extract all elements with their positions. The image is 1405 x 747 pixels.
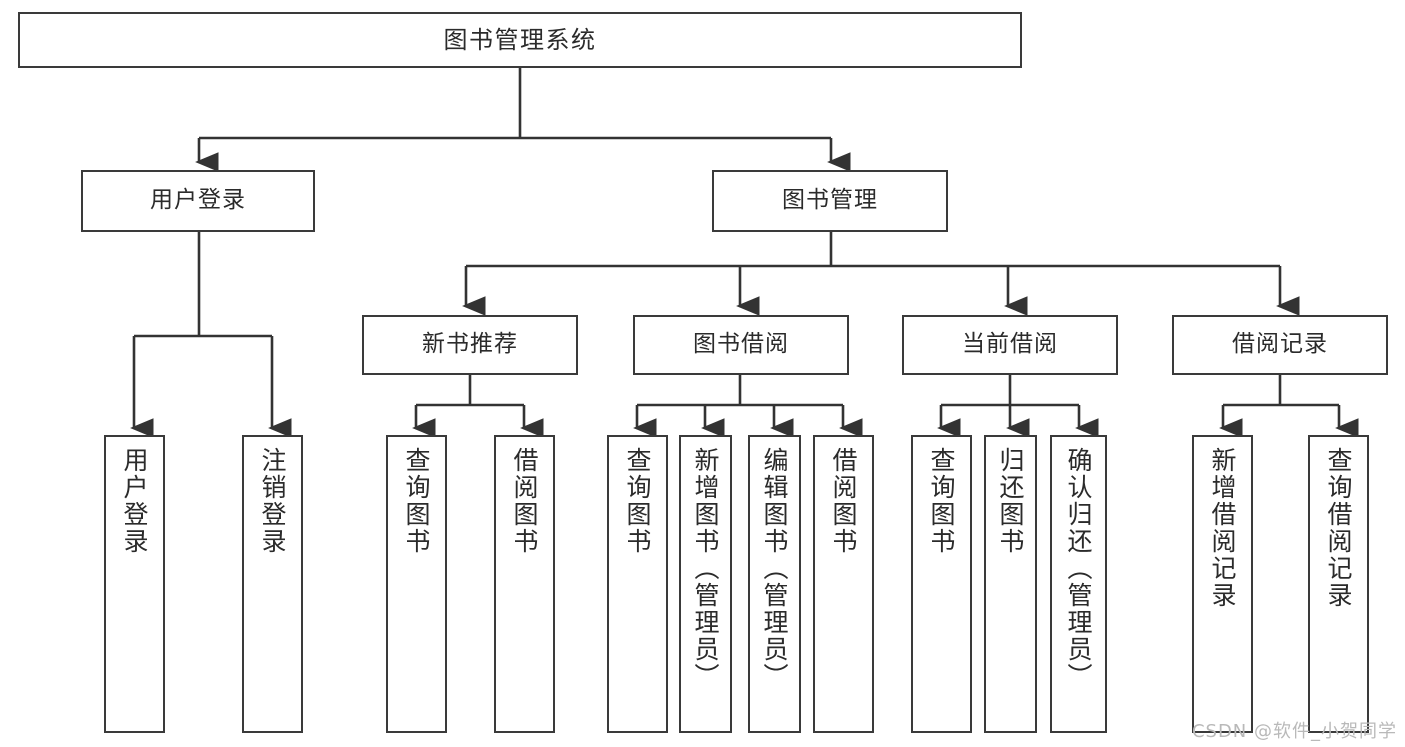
node-label: 用户登录 [120, 447, 149, 555]
node-label: 用户登录 [150, 187, 246, 214]
node-label: 图书管理 [782, 187, 878, 214]
node-label: 借阅记录 [1232, 331, 1328, 358]
node-root-book-management-system[interactable]: 图书管理系统 [18, 12, 1022, 68]
node-new-book-recommend[interactable]: 新书推荐 [362, 315, 578, 375]
leaf-query-book-recommend[interactable]: 查询图书 [386, 435, 447, 733]
leaf-edit-book-admin[interactable]: 编辑图书（管理员） [748, 435, 801, 733]
node-label: 查询图书 [623, 447, 652, 555]
csdn-watermark: CSDN @软件_小贺同学 [1191, 721, 1397, 742]
node-label: 借阅图书 [510, 447, 539, 555]
node-label: 当前借阅 [962, 331, 1058, 358]
node-label: 图书管理系统 [443, 25, 597, 54]
leaf-query-book-current[interactable]: 查询图书 [911, 435, 972, 733]
node-label: 编辑图书（管理员） [760, 447, 789, 690]
node-label: 新增图书（管理员） [691, 447, 720, 690]
node-label: 确认归还（管理员） [1064, 447, 1093, 690]
node-user-login[interactable]: 用户登录 [81, 170, 315, 232]
leaf-add-borrow-record[interactable]: 新增借阅记录 [1192, 435, 1253, 733]
leaf-query-borrow-record[interactable]: 查询借阅记录 [1308, 435, 1369, 733]
node-label: 新增借阅记录 [1208, 447, 1237, 609]
node-label: 注销登录 [258, 447, 287, 555]
leaf-confirm-return-admin[interactable]: 确认归还（管理员） [1050, 435, 1107, 733]
node-book-borrow[interactable]: 图书借阅 [633, 315, 849, 375]
node-borrow-record[interactable]: 借阅记录 [1172, 315, 1388, 375]
leaf-borrow-book-recommend[interactable]: 借阅图书 [494, 435, 555, 733]
leaf-logout-login[interactable]: 注销登录 [242, 435, 303, 733]
node-label: 借阅图书 [829, 447, 858, 555]
leaf-return-book[interactable]: 归还图书 [984, 435, 1037, 733]
node-label: 归还图书 [996, 447, 1025, 555]
node-label: 查询图书 [927, 447, 956, 555]
node-label: 查询借阅记录 [1324, 447, 1353, 609]
node-label: 图书借阅 [693, 331, 789, 358]
node-label: 查询图书 [402, 447, 431, 555]
leaf-query-book-borrow[interactable]: 查询图书 [607, 435, 668, 733]
leaf-borrow-book-borrow[interactable]: 借阅图书 [813, 435, 874, 733]
node-label: 新书推荐 [422, 331, 518, 358]
leaf-add-book-admin[interactable]: 新增图书（管理员） [679, 435, 732, 733]
node-current-borrow[interactable]: 当前借阅 [902, 315, 1118, 375]
node-book-management[interactable]: 图书管理 [712, 170, 948, 232]
leaf-user-login[interactable]: 用户登录 [104, 435, 165, 733]
